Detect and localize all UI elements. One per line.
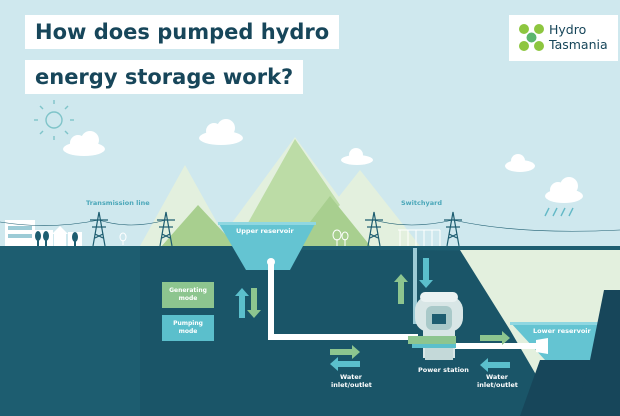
cloud-icon — [545, 177, 583, 203]
title-line-2-box: energy storage work? — [25, 60, 304, 94]
inlet-outlet-arrows-right — [480, 331, 510, 372]
hill-right — [290, 196, 372, 248]
page-title-line-1: How does pumped hydro — [35, 20, 330, 44]
sun-icon — [34, 100, 74, 140]
switchyard-flow-arrows — [394, 258, 433, 304]
cloud-icon — [199, 119, 243, 145]
cloud-icon — [505, 154, 535, 172]
page-title-line-2: energy storage work? — [35, 65, 294, 89]
inlet-outlet-arrows-left — [330, 345, 360, 371]
flow-arrows-vertical — [235, 288, 261, 318]
upper-reservoir — [218, 222, 316, 270]
transmission-towers — [0, 211, 620, 247]
label-upper-reservoir: Upper reservoir — [236, 227, 294, 235]
power-station-turbine — [408, 292, 463, 360]
label-lower-reservoir: Lower reservoir — [533, 327, 591, 335]
rain-icon — [544, 207, 574, 217]
label-switchyard: Switchyard — [401, 199, 442, 207]
label-power-station: Power station — [418, 366, 469, 374]
switchyard — [398, 229, 441, 246]
legend-generating-mode: Generating mode — [162, 282, 214, 308]
label-transmission-line: Transmission line — [86, 199, 150, 207]
legend-pumping-mode: Pumping mode — [162, 315, 214, 341]
trees-small — [119, 229, 349, 246]
label-water-inlet-right: Water inlet/outlet — [477, 373, 518, 389]
title-line-1-box: How does pumped hydro — [25, 15, 340, 49]
cloud-icon — [63, 131, 105, 156]
logo-text-line-1: Hydro — [549, 22, 587, 37]
lower-reservoir — [510, 322, 610, 360]
logo-text-line-2: Tasmania — [549, 37, 608, 52]
water-tunnel — [267, 258, 548, 354]
hydro-tasmania-logo: Hydro Tasmania — [509, 15, 618, 61]
hydro-tasmania-logo-icon — [519, 24, 544, 51]
cloud-icon — [341, 148, 373, 165]
hill-left — [160, 205, 238, 248]
trees — [35, 231, 78, 246]
label-water-inlet-left: Water inlet/outlet — [331, 373, 372, 389]
